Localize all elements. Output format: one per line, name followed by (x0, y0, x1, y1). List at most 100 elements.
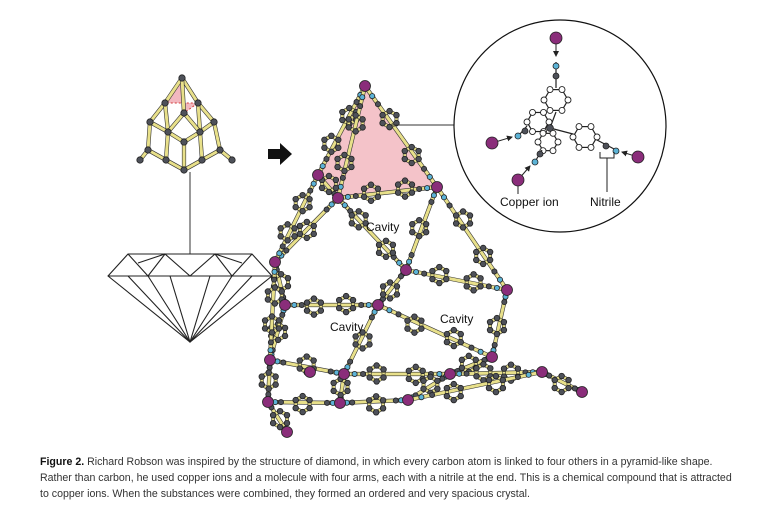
carbon-atom (324, 399, 331, 406)
copper-ion (372, 299, 384, 311)
carbon-atom (405, 367, 413, 375)
carbon-atom (393, 283, 401, 290)
carbon-atom (452, 212, 460, 219)
nitrogen-atom (436, 370, 443, 377)
carbon-atom (348, 220, 355, 227)
carbon-atom (323, 206, 330, 213)
carbon-atom (258, 381, 265, 388)
carbon-atom (521, 127, 529, 135)
carbon-atom (397, 273, 404, 280)
carbon-atom (283, 419, 291, 427)
carbon-atom (450, 396, 457, 404)
carbon-atom (284, 237, 291, 244)
carbon-atom (281, 324, 289, 332)
carbon-atom (408, 181, 416, 188)
carbon-atom (500, 326, 508, 334)
carbon-atom (465, 352, 473, 360)
carbon-atom (277, 270, 285, 278)
carbon-atom (412, 379, 419, 387)
carbon-atom (486, 326, 494, 334)
nitrogen-atom (440, 194, 447, 201)
carbon-atom (292, 404, 299, 412)
nitrogen-atom (496, 276, 503, 283)
carbon-atom (359, 345, 366, 352)
carbon-atom (346, 104, 353, 112)
carbon-atom (360, 370, 367, 377)
carbon-atom (272, 373, 279, 380)
carbon-atom (434, 385, 441, 392)
carbon-atom (422, 220, 430, 228)
carbon-atom (386, 295, 394, 302)
carbon-atom (551, 376, 558, 384)
carbon-atom (408, 159, 415, 167)
nitrogen-atom (271, 268, 278, 275)
copper-ion (359, 80, 371, 92)
carbon-atom (268, 313, 276, 320)
carbon-atom (299, 408, 306, 416)
carbon-atom (352, 333, 359, 340)
carbon-atom (303, 234, 311, 242)
carbon-atom (339, 108, 346, 116)
carbon-atom (292, 195, 299, 203)
carbon-atom (472, 356, 479, 364)
carbon-atom (459, 224, 467, 231)
carbon-atom (264, 296, 272, 303)
carbon-atom (335, 304, 343, 312)
carbon-atom (352, 128, 359, 135)
carbon-atom (279, 311, 286, 318)
carbon-atom (558, 388, 565, 396)
carbon-atom (419, 367, 426, 375)
carbon-atom (332, 176, 340, 184)
carbon-atom (269, 419, 277, 427)
carbon-atom (271, 300, 279, 307)
carbon-atom (164, 128, 172, 136)
nitrogen-atom (406, 258, 413, 265)
carbon-atom (466, 220, 474, 227)
carbon-atom (349, 296, 357, 304)
carbon-atom (271, 284, 279, 291)
carbon-atom (459, 208, 467, 215)
carbon-atom (434, 377, 441, 384)
carbon-atom (412, 363, 419, 371)
nitrogen-atom (365, 301, 372, 308)
carbon-atom (348, 155, 355, 163)
carbon-atom (392, 397, 399, 404)
carbon-atom (389, 249, 397, 257)
carbon-atom (339, 116, 346, 124)
carbon-atom (261, 325, 269, 332)
carbon-atom (276, 407, 284, 415)
carbon-atom (602, 142, 610, 150)
carbon-atom (359, 329, 366, 336)
nitrogen-atom (514, 132, 522, 140)
carbon-atom (552, 72, 560, 80)
carbon-atom (283, 411, 291, 419)
carbon-atom (272, 381, 279, 388)
carbon-atom (409, 220, 416, 228)
carbon-atom (367, 181, 375, 188)
tetrahedral-molecule (485, 31, 645, 194)
carbon-atom (393, 291, 401, 298)
nitrogen-atom (351, 370, 358, 377)
carbon-atom (379, 291, 387, 298)
carbon-atom (473, 373, 480, 380)
carbon-atom (258, 373, 265, 380)
carbon-atom (277, 225, 284, 232)
carbon-atom (491, 341, 498, 348)
carbon-atom (268, 329, 276, 336)
carbon-atom (439, 375, 446, 382)
carbon-atom (298, 301, 305, 308)
carbon-atom (401, 147, 408, 155)
carbon-atom (514, 374, 521, 381)
caption-text: Richard Robson was inspired by the struc… (40, 456, 732, 500)
carbon-atom (493, 330, 501, 338)
copper-ion (631, 150, 645, 164)
nitrogen-atom (418, 394, 425, 401)
carbon-atom (514, 365, 522, 372)
carbon-atom (291, 225, 298, 232)
carbon-atom (379, 397, 387, 404)
copper-ion (269, 256, 281, 268)
diagram-figure: Cavity Cavity Cavity Copper ion Nitrile (107, 19, 667, 438)
carbon-atom (366, 341, 373, 348)
carbon-atom (463, 370, 470, 377)
copper-ion (338, 368, 350, 380)
